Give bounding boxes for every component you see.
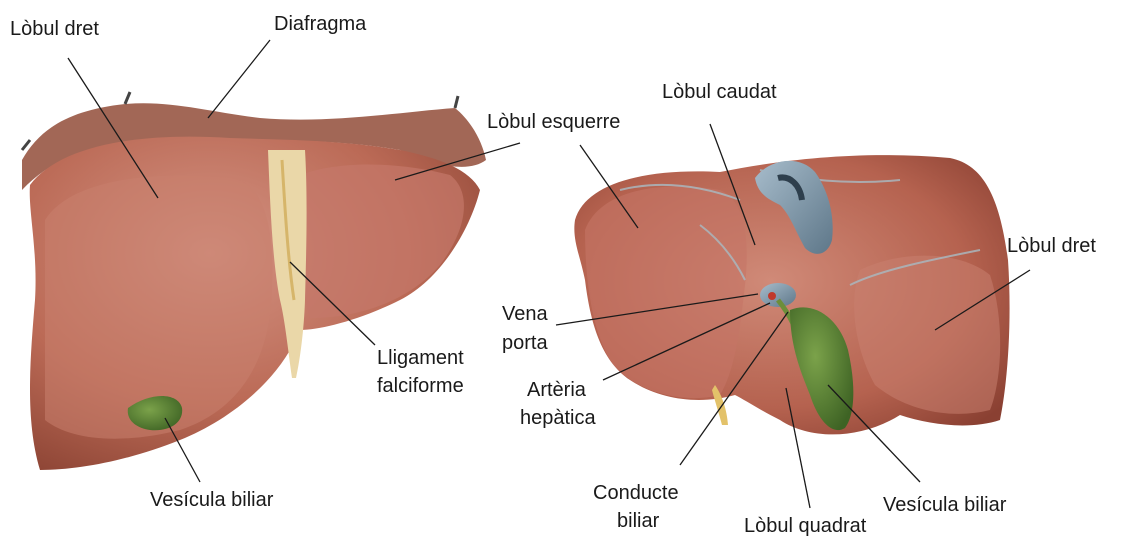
- label-vena-porta-line1: Vena: [502, 302, 548, 326]
- label-lobul-esquerre: Lòbul esquerre: [487, 110, 620, 134]
- label-vesicula-biliar-right: Vesícula biliar: [883, 493, 1006, 517]
- visceral-liver-view: [574, 155, 1009, 434]
- label-lligament-falciforme-line1: Lligament: [377, 346, 464, 370]
- label-arteria-hepatica-line1: Artèria: [527, 378, 586, 402]
- anterior-liver-view: [22, 92, 486, 470]
- label-conducte-biliar-line1: Conducte: [593, 481, 679, 505]
- label-conducte-biliar-line2: biliar: [617, 509, 659, 533]
- label-lobul-dret-left: Lòbul dret: [10, 17, 99, 41]
- label-lobul-dret-right: Lòbul dret: [1007, 234, 1096, 258]
- label-lobul-caudat: Lòbul caudat: [662, 80, 777, 104]
- label-vena-porta-line2: porta: [502, 331, 548, 355]
- label-vesicula-biliar-left: Vesícula biliar: [150, 488, 273, 512]
- label-lligament-falciforme-line2: falciforme: [377, 374, 464, 398]
- label-diafragma: Diafragma: [274, 12, 366, 36]
- label-arteria-hepatica-line2: hepàtica: [520, 406, 596, 430]
- label-lobul-quadrat: Lòbul quadrat: [744, 514, 866, 538]
